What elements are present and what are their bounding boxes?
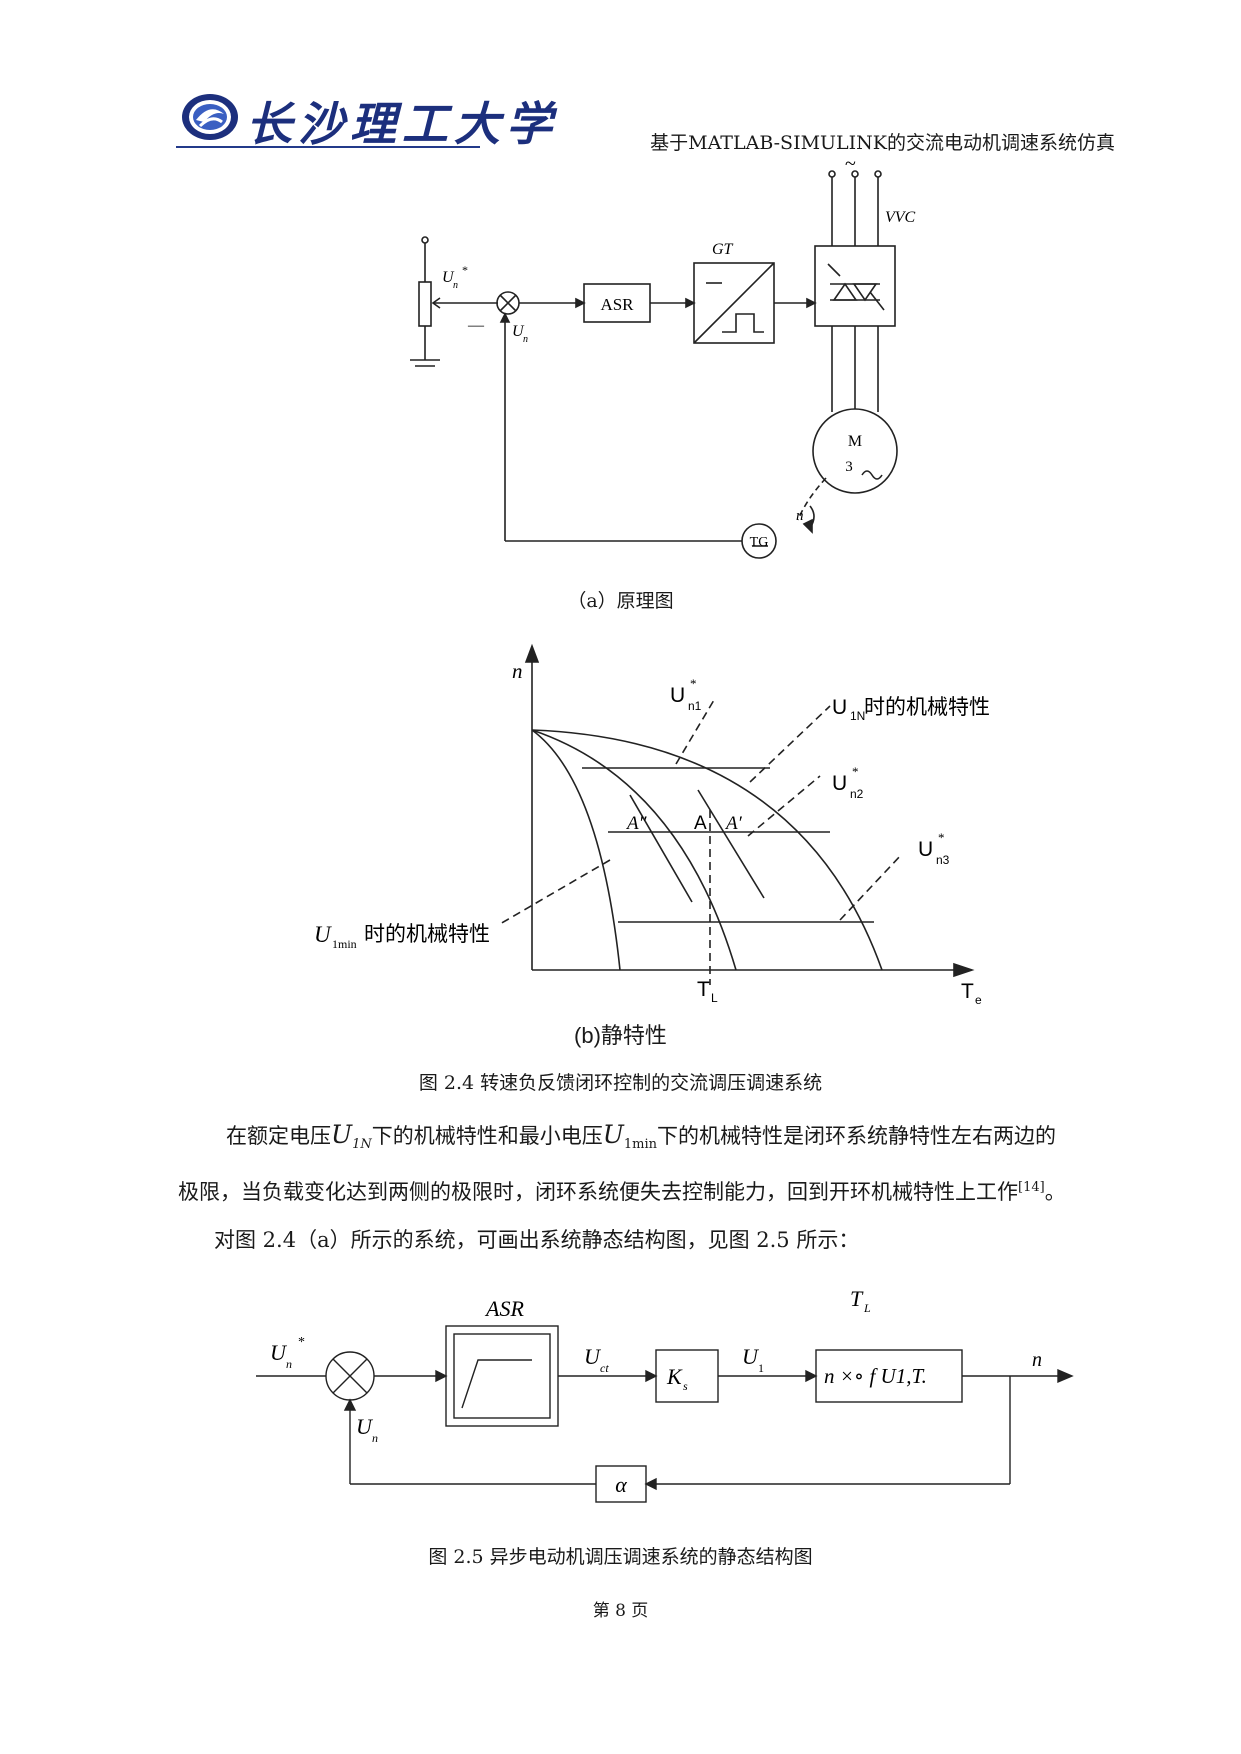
- bd-label-input-sup: *: [298, 1335, 305, 1350]
- label-gt: GT: [712, 241, 734, 258]
- label-tl: T: [697, 978, 710, 1001]
- university-logo: [182, 94, 238, 140]
- label-motor-m: M: [848, 433, 862, 450]
- bd-label-tl-sub: L: [863, 1301, 871, 1315]
- label-un2-sub: n2: [850, 787, 864, 801]
- para1-line2-text: 极限，当负载变化达到两侧的极限时，闭环系统便失去控制能力，回到开环机械特性上工作: [178, 1180, 1018, 1204]
- label-un3-sub: n3: [936, 853, 950, 867]
- label-asr: ASR: [600, 295, 634, 314]
- label-un3-sup: *: [938, 830, 945, 845]
- para1-end: 。: [1044, 1180, 1066, 1204]
- label-motor-3: 3: [845, 459, 853, 475]
- paragraph-2: 对图 2.4（a）所示的系统，可画出系统静态结构图，见图 2.5 所示：: [214, 1228, 860, 1252]
- label-x-axis: T: [961, 980, 974, 1003]
- figure-b-chart: n T e T L U n1 * U n2 * U n3 * U 1N 时的机械…: [314, 643, 990, 1007]
- bd-label-feedback: U: [356, 1414, 374, 1439]
- para1-u1min-symbol: U: [602, 1120, 624, 1149]
- university-name: 长沙理工大学: [246, 97, 558, 151]
- bd-label-ks: K: [666, 1364, 683, 1389]
- label-ref-sub: n: [453, 280, 458, 291]
- figure-a-diagram: U n * — U n ASR GT VVC ~ M 3 TG n: [410, 160, 916, 559]
- label-minus-sign: —: [467, 317, 485, 334]
- bd-label-input-sub: n: [286, 1357, 292, 1371]
- bd-label-u1-sub: 1: [758, 1361, 764, 1375]
- bd-label-uct: U: [584, 1344, 602, 1369]
- label-feedback-voltage: U: [512, 323, 525, 340]
- label-tg: TG: [750, 535, 769, 550]
- header-rule: [176, 146, 480, 148]
- bd-label-input: U: [270, 1340, 288, 1365]
- label-point-a-prime: A′: [724, 813, 743, 834]
- page-number: 第 8 页: [592, 1601, 649, 1621]
- bd-label-ks-sub: s: [683, 1379, 688, 1393]
- paragraph-1-line-2: 极限，当负载变化达到两侧的极限时，闭环系统便失去控制能力，回到开环机械特性上工作…: [178, 1180, 1066, 1205]
- label-un1: U: [670, 684, 685, 707]
- figure-2-5-caption: 图 2.5 异步电动机调压调速系统的静态结构图: [428, 1546, 813, 1568]
- label-u1min-main: U: [314, 922, 332, 947]
- label-un1-sup: *: [690, 676, 697, 691]
- figure-b-caption: (b)静特性: [574, 1023, 667, 1048]
- label-u1n-sub: 1N: [850, 709, 865, 723]
- para1-part1: 在额定电压: [226, 1124, 331, 1148]
- label-un3: U: [918, 838, 933, 861]
- label-u1min-text: 时的机械特性: [364, 922, 490, 946]
- bd-label-u1: U: [742, 1344, 760, 1369]
- label-un2: U: [832, 772, 847, 795]
- figure-a-caption: （a）原理图: [567, 590, 674, 612]
- label-y-axis: n: [512, 659, 523, 683]
- bd-label-uct-sub: ct: [600, 1361, 609, 1375]
- label-u1min-sub: 1min: [332, 937, 357, 951]
- label-un1-sub: n1: [688, 699, 702, 713]
- para1-u1n-symbol: U: [331, 1120, 353, 1149]
- label-speed: n: [796, 508, 804, 524]
- para1-u1n-sub: 1N: [352, 1137, 372, 1153]
- bd-label-asr: ASR: [484, 1296, 524, 1321]
- label-feedback-sub: n: [523, 334, 528, 345]
- label-u1n-main: U: [832, 696, 847, 719]
- figure-2-4-caption: 图 2.4 转速负反馈闭环控制的交流调压调速系统: [418, 1072, 823, 1094]
- label-ref-voltage: U: [442, 269, 455, 286]
- bd-label-tl: T: [850, 1286, 864, 1311]
- para1-u1min-sub: 1min: [623, 1137, 657, 1153]
- paragraph-1-line-1: 在额定电压U1N下的机械特性和最小电压U1min下的机械特性是闭环系统静特性左右…: [226, 1120, 1056, 1153]
- label-ac-symbol: ~: [845, 160, 856, 175]
- label-x-axis-sub: e: [975, 993, 982, 1007]
- bd-label-feedback-sub: n: [372, 1431, 378, 1445]
- label-un2-sup: *: [852, 764, 859, 779]
- label-point-a: A: [694, 813, 707, 834]
- citation-ref[interactable]: [14]: [1018, 1180, 1045, 1195]
- label-ref-sup: *: [462, 263, 468, 277]
- para1-part2: 下的机械特性和最小电压: [371, 1124, 603, 1148]
- bd-label-output: n: [1032, 1349, 1042, 1371]
- label-point-a-double-prime: A″: [625, 813, 648, 834]
- label-tl-sub: L: [711, 991, 718, 1005]
- para1-part3: 下的机械特性是闭环系统静特性左右两边的: [657, 1124, 1056, 1148]
- label-vvc: VVC: [885, 209, 916, 226]
- label-u1n-text: 时的机械特性: [864, 695, 990, 719]
- bd-label-alpha: α: [615, 1472, 627, 1497]
- bd-label-function: n ×∘ f U1,T.: [824, 1364, 927, 1388]
- figure-2-5-diagram: U n * U n ASR U ct K s U 1 T L n ×∘ f U1…: [256, 1286, 1074, 1503]
- running-title: 基于MATLAB-SIMULINK的交流电动机调速系统仿真: [650, 132, 1115, 154]
